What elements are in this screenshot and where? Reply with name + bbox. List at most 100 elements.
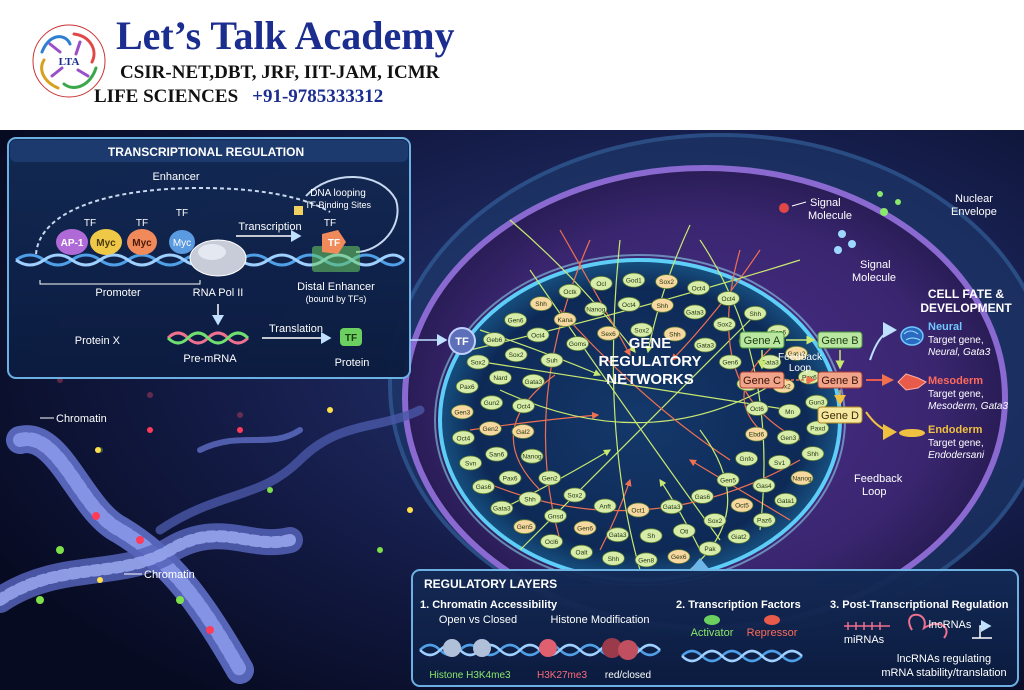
gene-node[interactable]: Shh xyxy=(602,550,625,566)
gene-node[interactable]: Oct4 xyxy=(526,327,550,343)
gene-node[interactable]: Gata1 xyxy=(774,492,798,508)
gene-node[interactable]: Gata3 xyxy=(683,304,707,320)
gene-node[interactable]: Paz6 xyxy=(753,512,776,528)
gene-node[interactable]: Oct4 xyxy=(687,280,710,296)
gene-node[interactable]: Svn xyxy=(459,455,483,471)
gene-node[interactable]: Nanog xyxy=(520,448,544,464)
gene-node[interactable]: Sv1 xyxy=(768,454,791,470)
gene-node[interactable]: Gnfo xyxy=(735,451,758,467)
gene-node[interactable]: Shh xyxy=(651,297,674,313)
gene-node[interactable]: Gen5 xyxy=(716,472,740,488)
gene-node[interactable]: Shh xyxy=(801,446,825,462)
gene-node-label: Svn xyxy=(465,461,477,468)
gene-node[interactable]: Gen6 xyxy=(573,520,597,536)
gene-node[interactable]: Octk xyxy=(558,283,582,299)
gene-node[interactable]: Gen2 xyxy=(478,421,502,437)
gene-node[interactable]: Sox2 xyxy=(630,322,654,338)
gene-node[interactable]: Gen5 xyxy=(513,519,537,535)
gene-node[interactable]: Gata3 xyxy=(660,499,683,515)
gene-node[interactable]: Ocl6 xyxy=(540,534,563,549)
gene-node[interactable]: Sh xyxy=(639,528,663,544)
gene-node[interactable]: Pak xyxy=(698,541,722,557)
gene-node[interactable]: Nanog xyxy=(584,301,608,317)
gene-node[interactable]: Gata3 xyxy=(522,373,545,389)
gene-node-label: Gata3 xyxy=(493,506,511,513)
gene-node[interactable]: Gata3 xyxy=(490,500,514,516)
gene-node[interactable]: Gun3 xyxy=(805,394,828,410)
gene-node-label: Gata3 xyxy=(761,360,779,367)
nuclear-envelope-label1: Nuclear xyxy=(955,193,993,205)
gene-node[interactable]: Shh xyxy=(743,305,767,321)
gene-arrow-icon xyxy=(972,626,992,639)
gene-node[interactable]: Gen3 xyxy=(450,404,474,420)
gene-node[interactable]: Gen6 xyxy=(504,312,527,328)
gene-node-label: Gen3 xyxy=(780,435,796,442)
gene-node[interactable]: Gata3 xyxy=(693,337,717,353)
gene-node[interactable]: Sox2 xyxy=(563,487,587,503)
gene-node[interactable]: Sox2 xyxy=(713,316,736,332)
gene-node[interactable]: Ocl xyxy=(589,275,613,291)
gene-node[interactable]: Gex6 xyxy=(667,549,691,565)
gene-c-label: Gene C xyxy=(743,375,781,387)
gene-node[interactable]: Goms xyxy=(566,336,589,352)
distal-enhancer-label: Distal Enhancer xyxy=(297,281,375,293)
chromatin-fibers xyxy=(0,405,425,684)
gene-node[interactable]: Gas6 xyxy=(691,488,714,504)
gene-node[interactable]: Pax6 xyxy=(455,378,479,394)
gene-node-label: Paxd xyxy=(810,426,825,433)
gene-node[interactable]: Mn xyxy=(778,403,801,419)
gene-node-label: Gata3 xyxy=(609,532,627,539)
enhancer-tf-label: TF xyxy=(328,238,340,249)
gene-node[interactable]: Kana xyxy=(553,312,577,327)
gene-node[interactable]: Gas4 xyxy=(752,477,776,493)
gene-c-box[interactable] xyxy=(739,371,785,389)
gene-node[interactable]: Giat2 xyxy=(727,528,751,544)
gene-b-top-box[interactable] xyxy=(817,331,863,349)
gene-d-box[interactable] xyxy=(817,406,863,424)
gene-node[interactable]: Gun2 xyxy=(480,395,504,411)
gene-node[interactable]: San6 xyxy=(485,446,509,462)
gene-node[interactable]: Sox2 xyxy=(466,354,490,370)
gene-node[interactable]: Oct4 xyxy=(617,296,641,312)
gene-a-box[interactable] xyxy=(739,331,785,349)
gene-node[interactable]: Oalt xyxy=(570,544,593,560)
gene-node[interactable]: Oct1 xyxy=(626,502,650,518)
gene-node[interactable]: Oct6 xyxy=(745,401,769,416)
gene-node[interactable]: Ebd6 xyxy=(745,426,768,442)
gene-node[interactable]: Oct4 xyxy=(451,430,475,446)
gene-node[interactable]: Nard xyxy=(488,370,512,386)
gene-node[interactable]: Oct5 xyxy=(730,497,754,513)
gene-node[interactable]: Shh xyxy=(529,296,553,312)
gene-node[interactable]: Gata3 xyxy=(606,527,629,543)
gene-node[interactable]: Gen2 xyxy=(538,470,562,486)
gene-node[interactable]: Oct4 xyxy=(512,398,535,414)
gene-node-label: Pax6 xyxy=(460,384,475,391)
gene-node[interactable]: Suh xyxy=(540,352,564,368)
gene-node[interactable]: Shh xyxy=(518,491,542,507)
tf-node[interactable] xyxy=(448,327,476,355)
gene-b-box[interactable] xyxy=(817,371,863,389)
gene-node[interactable]: Gen6 xyxy=(718,354,742,370)
gene-node-label: Oct5 xyxy=(735,503,749,510)
gene-node[interactable]: Gen8 xyxy=(634,552,658,568)
gene-node[interactable]: Shh xyxy=(663,326,687,342)
gene-node[interactable]: Gas6 xyxy=(472,479,495,495)
gene-node[interactable]: Sox2 xyxy=(703,513,727,528)
gene-node[interactable]: Nanog xyxy=(790,470,814,486)
gene-node[interactable]: Oct4 xyxy=(717,291,740,306)
gene-node[interactable]: Sox2 xyxy=(504,347,528,363)
gene-node[interactable]: Gata2 xyxy=(785,345,808,361)
myc-factor-1 xyxy=(90,229,122,255)
gene-node[interactable]: Pax6 xyxy=(498,470,522,486)
gene-node[interactable]: Gen3 xyxy=(776,429,800,445)
gene-node[interactable]: Sox2 xyxy=(655,274,678,290)
gene-b-label: Gene B xyxy=(821,375,858,387)
gene-node[interactable]: Oti xyxy=(672,523,696,539)
gene-node[interactable]: God1 xyxy=(622,272,646,288)
gene-node[interactable]: Anft xyxy=(593,498,617,514)
gene-node[interactable]: Gnsd xyxy=(544,508,567,524)
gene-node[interactable]: Gal2 xyxy=(511,424,535,439)
gene-node[interactable]: Geb6 xyxy=(482,332,506,348)
gene-node[interactable]: Sex6 xyxy=(597,325,620,341)
tf-label-2: TF xyxy=(136,218,148,229)
